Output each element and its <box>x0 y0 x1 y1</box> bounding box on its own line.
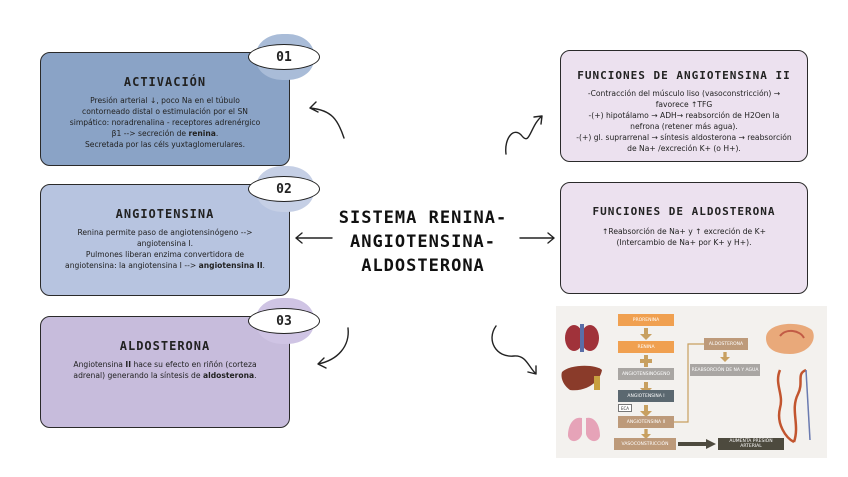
card-title: ACTIVACIÓN <box>123 75 207 89</box>
bold-term: angiotensina II <box>198 261 263 270</box>
card-body: Renina permite paso de angiotensinógeno … <box>55 227 275 271</box>
text-line: nefrona (retener más agua). <box>630 122 738 131</box>
text-line: Secretada por las céls yuxtaglomerulares… <box>84 140 246 149</box>
arrow-down-icon <box>640 328 652 340</box>
text-line: de Na+ /excreción K+ (o H+). <box>627 144 741 153</box>
card-aldosterona: ALDOSTERONA Angiotensina II hace su efec… <box>40 316 290 428</box>
nephron-icon <box>776 368 811 444</box>
card-title: FUNCIONES DE ALDOSTERONA <box>592 205 776 218</box>
box-angiotensina-1: ANGIOTENSINA I <box>618 390 674 402</box>
kidney-section-icon <box>766 323 814 354</box>
kidney-icon <box>565 324 599 352</box>
badge-02: 02 <box>248 166 326 212</box>
arrow-to-activacion <box>309 101 345 139</box>
text-line: -(+) gl. suprarrenal → síntesis aldoster… <box>576 133 792 142</box>
badge-01: 01 <box>248 34 326 80</box>
text-line: . <box>215 129 219 138</box>
text-line: Pulmones liberan enzima convertidora de <box>85 250 245 259</box>
text-line: β1 --> secreción de <box>111 129 189 138</box>
text-line: hace su efecto en riñón (corteza <box>131 360 257 369</box>
card-activacion: ACTIVACIÓN Presión arterial ↓, poco Na e… <box>40 52 290 166</box>
text-line: Renina permite paso de angiotensinógeno … <box>77 228 253 237</box>
card-funciones-aldosterona: FUNCIONES DE ALDOSTERONA ↑Reabsorción de… <box>560 182 808 294</box>
card-title: ALDOSTERONA <box>119 339 211 353</box>
box-angiotensina-2: ANGIOTENSINA II <box>618 416 674 428</box>
card-body: Angiotensina II hace su efecto en riñón … <box>55 359 275 381</box>
text-line: adrenal) generando la síntesis de <box>73 371 203 380</box>
box-renina: RENINA <box>618 341 674 353</box>
badge-number: 01 <box>248 44 320 70</box>
arrow-to-funciones-angiotensina <box>505 115 543 155</box>
text-line: angiotensina: la angiotensina I --> <box>65 261 199 270</box>
badge-03: 03 <box>248 298 326 344</box>
arrow-down-icon <box>720 352 730 362</box>
connector-line <box>674 343 704 423</box>
card-body: Presión arterial ↓, poco Na en el túbulo… <box>55 95 275 150</box>
text-line: -Contracción del músculo liso (vasoconst… <box>587 89 781 98</box>
card-angiotensina: ANGIOTENSINA Renina permite paso de angi… <box>40 184 290 296</box>
bold-term: renina <box>188 129 216 138</box>
lungs-icon <box>568 408 600 442</box>
card-body: -Contracción del músculo liso (vasoconst… <box>571 88 797 154</box>
box-angiotensinogeno: ANGIOTENSINÓGENO <box>618 368 674 380</box>
card-title: FUNCIONES DE ANGIOTENSINA II <box>577 69 791 82</box>
card-title: ANGIOTENSINA <box>115 207 215 221</box>
text-line: simpático: noradrenalina - receptores ad… <box>69 118 261 127</box>
arrow-to-scheme <box>491 325 537 375</box>
arrow-down-icon <box>641 429 651 439</box>
title-line: ALDOSTERONA <box>361 256 485 276</box>
text-line: Presión arterial ↓, poco Na en el túbulo <box>90 96 240 105</box>
box-vasoconstriccion: VASOCONSTRICCIÓN <box>614 438 676 450</box>
arrow-down-icon <box>640 405 652 417</box>
text-line: ↑Reabsorción de Na+ y ↑ excreción de K+ <box>602 227 766 236</box>
arrow-to-aldosterona <box>317 327 349 369</box>
text-line: favorece ↑TFG <box>655 100 713 109</box>
liver-icon <box>561 365 602 391</box>
box-aumenta-presion: AUMENTA PRESIÓN ARTERIAL <box>718 438 784 450</box>
card-funciones-angiotensina: FUNCIONES DE ANGIOTENSINA II -Contracció… <box>560 50 808 162</box>
arrow-to-angiotensina <box>295 232 333 244</box>
title-line: SISTEMA RENINA- <box>338 208 508 228</box>
main-title: SISTEMA RENINA- ANGIOTENSINA- ALDOSTERON… <box>318 206 528 278</box>
text-line: . <box>254 371 257 380</box>
badge-number: 02 <box>248 176 320 202</box>
arrow-right-icon <box>678 439 716 449</box>
bold-term: aldosterona <box>202 371 255 380</box>
arrow-to-funciones-aldosterona <box>519 232 555 244</box>
text-line: (Intercambio de Na+ por K+ y H+). <box>616 238 752 247</box>
text-line: -(+) hipotálamo → ADH→ reabsorción de H2… <box>588 111 780 120</box>
text-line: Angiotensina <box>73 360 126 369</box>
box-prorenina: PRORENINA <box>618 314 674 326</box>
plus-icon <box>640 355 652 367</box>
box-reabsorcion: REABSORCIÓN DE NA Y AGUA <box>690 364 760 376</box>
card-body: ↑Reabsorción de Na+ y ↑ excreción de K+ … <box>571 226 797 248</box>
text-line: . <box>262 261 265 270</box>
badge-number: 03 <box>248 308 320 334</box>
title-line: ANGIOTENSINA- <box>349 232 497 252</box>
box-aldosterona: ALDOSTERONA <box>704 338 748 350</box>
raas-scheme-image: PRORENINA RENINA ANGIOTENSINÓGENO ANGIOT… <box>556 306 827 458</box>
box-eca: ECA <box>618 404 632 412</box>
bold-term: II <box>125 360 132 369</box>
text-line: contorneado distal o estimulación por el… <box>82 107 248 116</box>
text-line: angiotensina I. <box>136 239 194 248</box>
